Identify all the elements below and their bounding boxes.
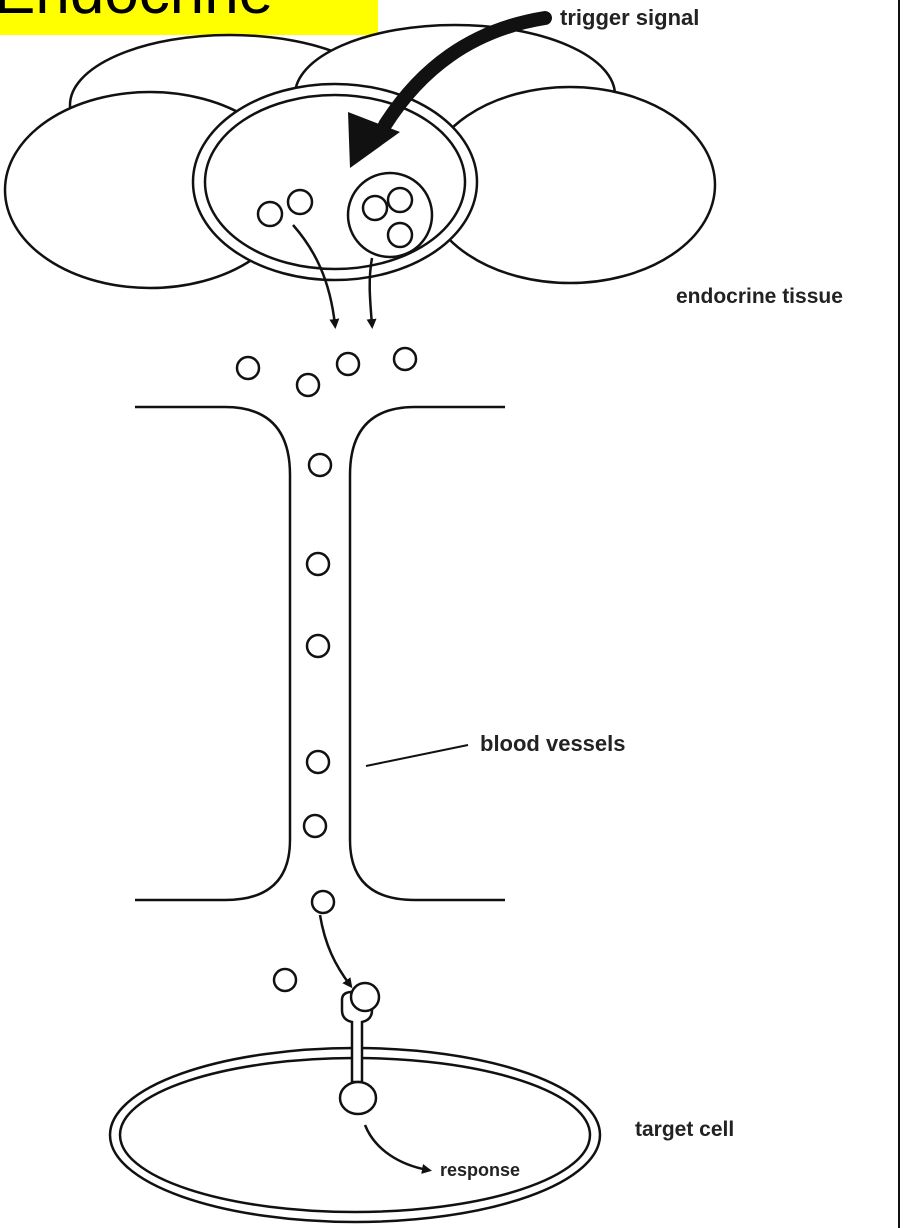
hormone — [307, 553, 329, 575]
exiting-hormones — [274, 969, 296, 991]
bound-hormone — [351, 983, 379, 1011]
trigger-signal-label: trigger signal — [560, 5, 699, 31]
hormone — [363, 196, 387, 220]
hormone — [237, 357, 259, 379]
hormone — [297, 374, 319, 396]
vessel-hormones — [304, 454, 334, 913]
hormone — [307, 635, 329, 657]
frame-border — [898, 0, 900, 1228]
hormone — [258, 202, 282, 226]
target-cell-label: target cell — [635, 1118, 734, 1142]
hormone — [274, 969, 296, 991]
hormone — [288, 190, 312, 214]
hormone — [394, 348, 416, 370]
hormone — [312, 891, 334, 913]
hormone — [388, 223, 412, 247]
endocrine-tissue-label: endocrine tissue — [676, 285, 843, 309]
blood-vessels-label: blood vessels — [480, 731, 626, 757]
hormone — [307, 751, 329, 773]
response-arrow — [365, 1125, 428, 1170]
secretory-vesicle — [348, 173, 432, 257]
vessel-wall-left — [135, 407, 290, 900]
vessel-wall-right — [350, 407, 505, 900]
receptor-base — [340, 1082, 376, 1114]
hormone — [309, 454, 331, 476]
hormone — [337, 353, 359, 375]
response-label: response — [440, 1160, 520, 1181]
secretory-cell-outer — [193, 84, 477, 280]
hormone — [304, 815, 326, 837]
released-hormones — [237, 348, 416, 396]
hormone — [388, 188, 412, 212]
blood-vessels-leader — [366, 745, 468, 766]
binding-arrow — [320, 915, 350, 985]
